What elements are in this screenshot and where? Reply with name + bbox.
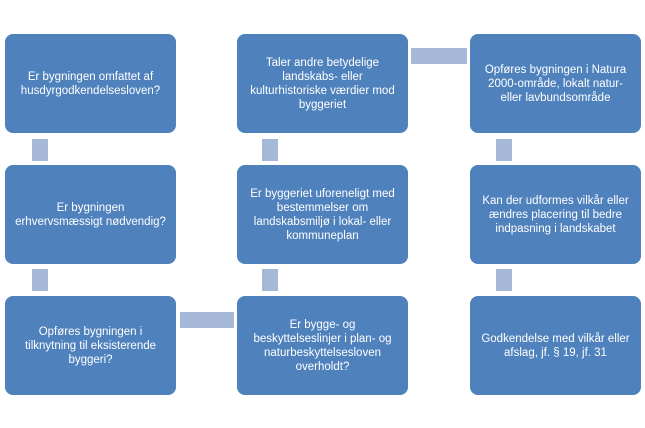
node-label: Kan der udformes vilkår eller ændres pla… bbox=[482, 194, 629, 235]
connector-3-4 bbox=[180, 312, 234, 328]
node-husdyrgodkendelse: Er bygningen omfattet af husdyrgodkendel… bbox=[5, 34, 176, 133]
node-label: Godkendelse med vilkår eller afslag, jf.… bbox=[481, 332, 630, 359]
connector-7-8 bbox=[496, 139, 512, 161]
node-tilknytning: Opføres bygningen i tilknytning til eksi… bbox=[5, 296, 176, 395]
node-byggelinjer: Er bygge- og beskyttelseslinjer i plan- … bbox=[237, 296, 408, 395]
connector-6-7 bbox=[411, 48, 467, 64]
node-erhvervsmaessigt: Er bygningen erhvervsmæssigt nødvendig? bbox=[5, 165, 176, 264]
node-label: Er bygge- og beskyttelseslinjer i plan- … bbox=[253, 318, 392, 373]
connector-8-9 bbox=[496, 269, 512, 291]
connector-2-3 bbox=[32, 269, 48, 291]
node-label: Er byggeriet uforeneligt med bestemmelse… bbox=[250, 187, 395, 242]
node-godkendelse: Godkendelse med vilkår eller afslag, jf.… bbox=[470, 296, 641, 395]
node-vaerdier: Taler andre betydelige landskabs- eller … bbox=[237, 34, 408, 133]
node-label: Taler andre betydelige landskabs- eller … bbox=[250, 56, 395, 111]
node-natura2000: Opføres bygningen i Natura 2000-område, … bbox=[470, 34, 641, 133]
node-label: Er bygningen omfattet af husdyrgodkendel… bbox=[20, 70, 161, 97]
node-uforeneligt: Er byggeriet uforeneligt med bestemmelse… bbox=[237, 165, 408, 264]
node-label: Opføres bygningen i Natura 2000-område, … bbox=[484, 63, 627, 104]
node-label: Er bygningen erhvervsmæssigt nødvendig? bbox=[15, 201, 166, 228]
connector-5-6 bbox=[262, 139, 278, 161]
node-label: Opføres bygningen i tilknytning til eksi… bbox=[24, 325, 157, 366]
node-vilkaar: Kan der udformes vilkår eller ændres pla… bbox=[470, 165, 641, 264]
connector-1-2 bbox=[32, 139, 48, 161]
connector-4-5 bbox=[262, 269, 278, 291]
